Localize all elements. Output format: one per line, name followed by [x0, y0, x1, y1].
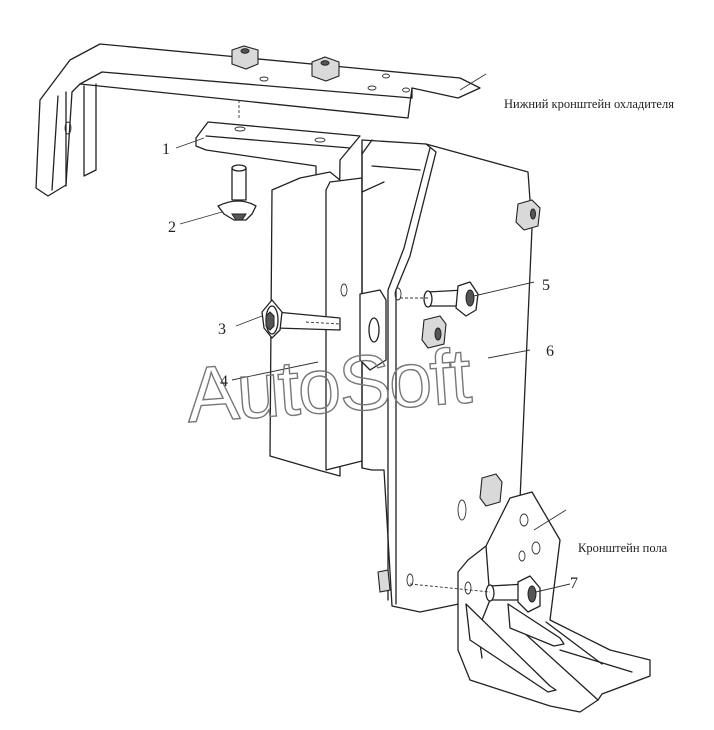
- label-7: 7: [570, 575, 578, 592]
- part-3-bolt: [235, 299, 341, 339]
- label-5: 5: [542, 277, 550, 294]
- label-3: 3: [218, 321, 226, 338]
- floor-bracket: [457, 491, 651, 713]
- part-5-bolt: [400, 281, 535, 317]
- caption-lower-cooler-bracket: Нижний кронштейн охладителя: [504, 97, 674, 111]
- watermark-text: AutoSoft: [184, 331, 475, 439]
- label-2: 2: [168, 219, 176, 236]
- leader-4: [231, 361, 319, 381]
- part-2-bolt: [179, 100, 257, 225]
- part-7-bolt: [377, 569, 571, 613]
- lower-cooler-bracket: [35, 43, 487, 197]
- label-6: 6: [546, 343, 554, 360]
- caption-floor-bracket: Кронштейн пола: [578, 541, 668, 555]
- label-1: 1: [162, 141, 170, 158]
- label-4: 4: [220, 373, 228, 390]
